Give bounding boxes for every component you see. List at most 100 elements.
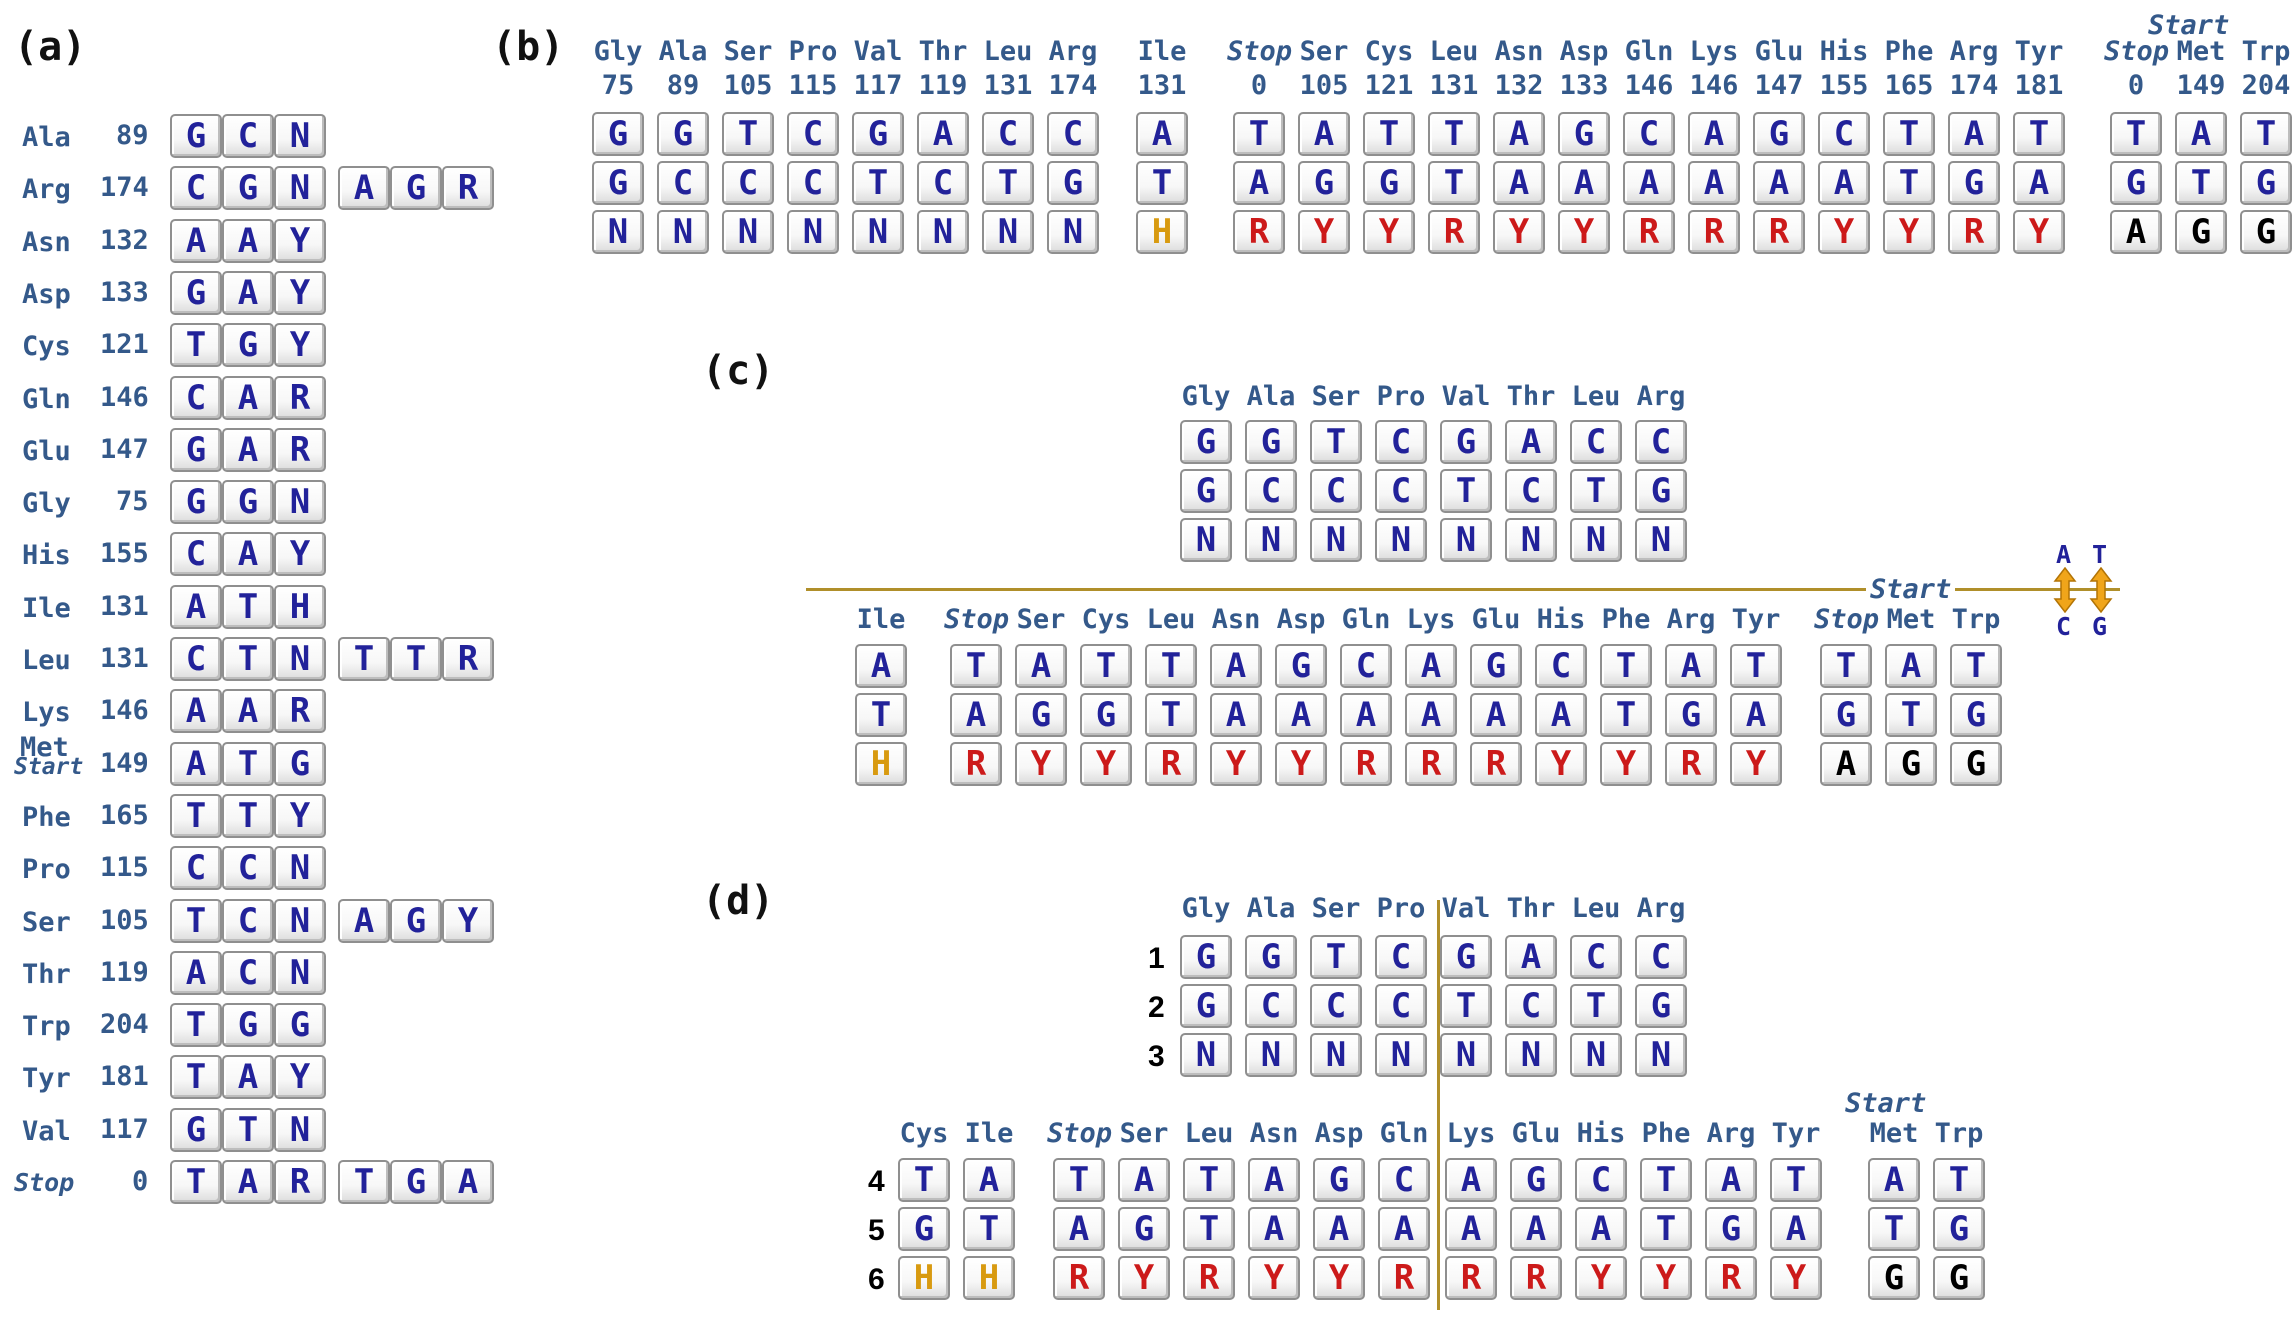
aa-label: Lys — [1406, 604, 1456, 635]
codon-stop-base-3: A — [1820, 742, 1872, 786]
codon-phe-base-2: T — [1640, 1207, 1692, 1251]
codon-met-base-1: A — [1868, 1158, 1920, 1202]
codon-arg-base-1: C — [1635, 935, 1687, 979]
aa-label: Ser — [1119, 1118, 1169, 1149]
codon-tile: C — [170, 166, 222, 210]
codon-his-base-2: A — [1535, 693, 1587, 737]
codon-gly-base-2: G — [592, 161, 644, 205]
codon-tile: R — [442, 166, 494, 210]
codon-arg-base-2: G — [1635, 469, 1687, 513]
codon-tile: G — [222, 480, 274, 524]
codon-stop-base-2: A — [1053, 1207, 1105, 1251]
codon-tile: R — [442, 637, 494, 681]
row-number: 1 — [1148, 942, 1165, 975]
codon-leu-base-3: R — [1428, 210, 1480, 254]
codon-ser-base-3: Y — [1015, 742, 1067, 786]
codon-ser-base-2: C — [1310, 984, 1362, 1028]
codon-cys-base-1: T — [898, 1158, 950, 1202]
codon-gln-base-1: C — [1378, 1158, 1430, 1202]
codon-arg-base-3: N — [1635, 518, 1687, 562]
codon-stop-base-1: T — [1053, 1158, 1105, 1202]
codon-asn-base-1: A — [1210, 644, 1262, 688]
codon-tile: G — [390, 899, 442, 943]
codon-ala-base-2: C — [657, 161, 709, 205]
codon-arg-base-1: C — [1635, 420, 1687, 464]
codon-gln-base-3: R — [1340, 742, 1392, 786]
aa-label: Leu — [1429, 36, 1479, 67]
codon-tile: Y — [274, 1055, 326, 1099]
aa-label: Stop — [1814, 604, 1880, 635]
codon-leu-base-1: T — [1183, 1158, 1235, 1202]
aa-count: 75 — [116, 486, 149, 517]
codon-tile: Y — [274, 323, 326, 367]
codon-tile: Y — [274, 532, 326, 576]
swap-label-top: A — [2056, 540, 2072, 569]
aa-label: Val — [853, 36, 903, 67]
codon-tile: G — [170, 114, 222, 158]
codon-leu-base-1: T — [1145, 644, 1197, 688]
codon-tile: A — [222, 428, 274, 472]
codon-ala-base-2: C — [1245, 469, 1297, 513]
aa-label: His — [1576, 1118, 1626, 1149]
aa-name-gln: Gln — [22, 384, 71, 415]
codon-phe-base-1: T — [1600, 644, 1652, 688]
swap-label-bottom: C — [2056, 612, 2072, 641]
codon-arg-base-2: G — [1047, 161, 1099, 205]
aa-label: Stop — [944, 604, 1010, 635]
aa-label: Ser — [1299, 36, 1349, 67]
aa-count: 147 — [100, 434, 149, 465]
codon-ser-base-1: T — [1310, 935, 1362, 979]
aa-name-phe: Phe — [22, 802, 71, 833]
codon-ile-base-2: T — [1136, 161, 1188, 205]
aa-label: Leu — [1184, 1118, 1234, 1149]
aa-count: 105 — [100, 905, 149, 936]
aa-count: 146 — [100, 695, 149, 726]
aa-label: Pro — [1376, 381, 1426, 412]
aa-label: Stop — [1227, 36, 1293, 67]
codon-asp-base-1: G — [1558, 112, 1610, 156]
aa-name-glu: Glu — [22, 436, 71, 467]
codon-val-base-3: N — [1440, 518, 1492, 562]
aa-label: Cys — [899, 1118, 949, 1149]
codon-tile: T — [222, 794, 274, 838]
aa-count: 132 — [1494, 70, 1544, 101]
aa-label: Asn — [1494, 36, 1544, 67]
aa-label: Tyr — [2014, 36, 2064, 67]
codon-cys-base-2: G — [1363, 161, 1415, 205]
aa-count: 165 — [1884, 70, 1934, 101]
aa-label: Thr — [1506, 893, 1556, 924]
aa-label: Stop — [1047, 1118, 1113, 1149]
codon-gly-base-3: N — [1180, 1033, 1232, 1077]
aa-label: Val — [1441, 893, 1491, 924]
aa-label: Gln — [1341, 604, 1391, 635]
codon-ser-base-1: T — [1310, 420, 1362, 464]
aa-label: Glu — [1471, 604, 1521, 635]
codon-gly-base-1: G — [592, 112, 644, 156]
codon-met-base-1: A — [2175, 112, 2227, 156]
codon-leu-base-1: C — [1570, 935, 1622, 979]
aa-label: Phe — [1601, 604, 1651, 635]
codon-tile: R — [274, 1160, 326, 1204]
codon-tile: T — [222, 1108, 274, 1152]
row-number: 2 — [1148, 991, 1165, 1024]
codon-tile: C — [222, 846, 274, 890]
aa-name-pro: Pro — [22, 854, 71, 885]
codon-tile: N — [274, 114, 326, 158]
codon-gly-base-2: G — [1180, 984, 1232, 1028]
aa-name-trp: Trp — [22, 1011, 71, 1042]
codon-tile: C — [222, 114, 274, 158]
codon-phe-base-3: Y — [1600, 742, 1652, 786]
aa-count: 155 — [1819, 70, 1869, 101]
aa-label: Asp — [1559, 36, 1609, 67]
codon-pro-base-1: C — [787, 112, 839, 156]
aa-count: 0 — [2127, 70, 2145, 101]
codon-lys-base-3: R — [1688, 210, 1740, 254]
codon-tile: R — [274, 376, 326, 420]
codon-tile: G — [222, 1003, 274, 1047]
codon-tile: C — [222, 899, 274, 943]
codon-tile: A — [222, 532, 274, 576]
aa-name-arg: Arg — [22, 174, 71, 205]
aa-label: Glu — [1511, 1118, 1561, 1149]
aa-label: Gly — [593, 36, 643, 67]
aa-label: Ser — [1016, 604, 1066, 635]
